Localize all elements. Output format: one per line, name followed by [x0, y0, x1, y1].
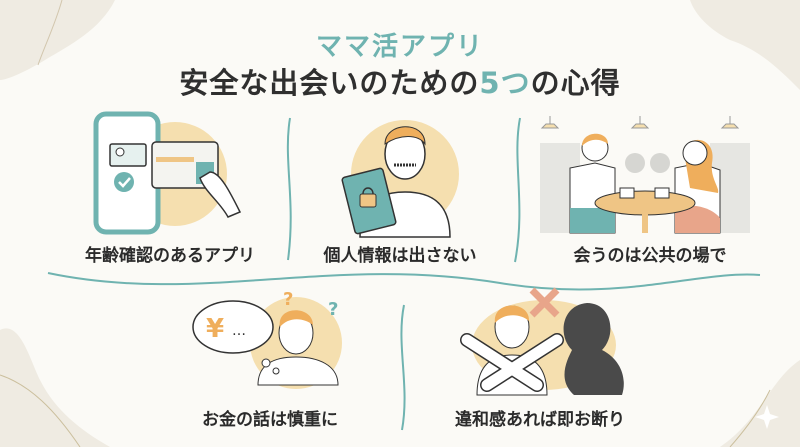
title-highlight: 5つ: [479, 66, 531, 100]
zipped-mouth-lock-icon: [341, 120, 459, 238]
tip-label-refuse: 違和感あれば即お断り: [455, 410, 625, 430]
svg-text:?: ?: [283, 289, 293, 310]
svg-text:¥: ¥: [206, 314, 224, 344]
title-text: 安全な出会いのための: [179, 66, 480, 100]
cafe-meeting-icon: [540, 116, 750, 234]
id-verification-phone-icon: [93, 111, 242, 235]
svg-text:…: …: [232, 323, 246, 339]
yen-thinking-icon: ¥ … ? ?: [192, 289, 342, 389]
tip-label-money-talk: お金の話は慎重に: [202, 410, 338, 430]
cross-arms-refuse-icon: [460, 287, 624, 396]
title-text-end: の心得: [530, 66, 621, 100]
tip-label-personal-info: 個人情報は出さない: [323, 246, 477, 266]
page-title: 安全な出会いのための5つの心得: [0, 60, 800, 102]
tip-label-age-verification: 年齢確認のあるアプリ: [85, 246, 255, 266]
app-subtitle: ママ活アプリ: [315, 32, 484, 62]
svg-text:?: ?: [328, 299, 338, 320]
tip-label-public-place: 会うのは公共の場で: [573, 246, 727, 266]
